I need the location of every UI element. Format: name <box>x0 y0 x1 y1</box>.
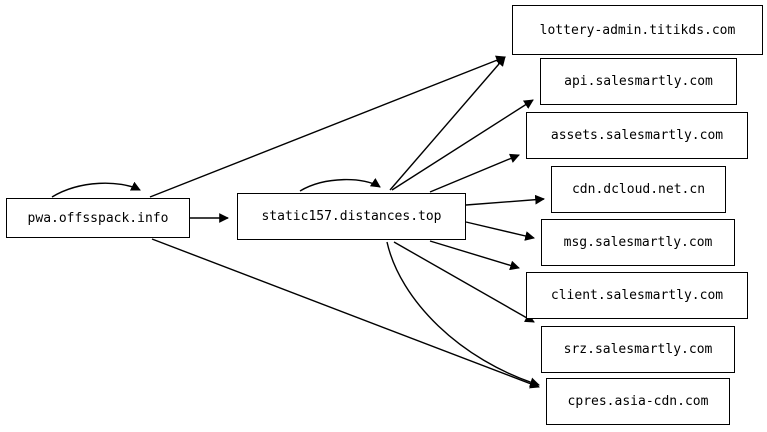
node-cpres[interactable]: cpres.asia-cdn.com <box>546 378 730 425</box>
node-label-msg: msg.salesmartly.com <box>563 235 713 250</box>
node-api[interactable]: api.salesmartly.com <box>540 58 737 105</box>
edge-pwa-to-pwa <box>51 181 141 198</box>
node-label-cpres: cpres.asia-cdn.com <box>567 394 709 409</box>
edge-static-to-assets <box>429 153 520 193</box>
node-srz[interactable]: srz.salesmartly.com <box>541 326 735 373</box>
node-label-cdn: cdn.dcloud.net.cn <box>571 182 706 197</box>
node-label-assets: assets.salesmartly.com <box>550 128 724 143</box>
edge-static-to-cpres <box>386 241 540 388</box>
node-label-api: api.salesmartly.com <box>564 74 713 89</box>
edge-pwa-to-lottery <box>149 55 506 198</box>
edge-pwa-to-cpres <box>151 238 540 389</box>
edge-static-to-api <box>391 99 534 191</box>
node-lottery[interactable]: lottery-admin.titikds.com <box>512 5 763 55</box>
node-msg[interactable]: msg.salesmartly.com <box>541 219 735 266</box>
node-label-lottery: lottery-admin.titikds.com <box>539 22 736 38</box>
edge-static-to-client <box>429 240 520 271</box>
node-assets[interactable]: assets.salesmartly.com <box>526 112 748 159</box>
edge-static-to-cdn <box>465 194 545 206</box>
edge-static-to-srz <box>393 241 535 323</box>
node-label-srz: srz.salesmartly.com <box>563 342 713 357</box>
node-label-pwa: pwa.offsspack.info <box>27 210 169 226</box>
node-client[interactable]: client.salesmartly.com <box>526 272 748 319</box>
node-static[interactable]: static157.distances.top <box>237 193 466 240</box>
edge-static-to-static <box>299 178 381 192</box>
edge-static-to-msg <box>465 221 535 241</box>
node-label-client: client.salesmartly.com <box>550 288 724 303</box>
node-cdn[interactable]: cdn.dcloud.net.cn <box>551 166 726 213</box>
node-label-static: static157.distances.top <box>261 209 442 224</box>
edge-static-to-lottery <box>389 56 506 191</box>
node-pwa[interactable]: pwa.offsspack.info <box>6 198 190 238</box>
